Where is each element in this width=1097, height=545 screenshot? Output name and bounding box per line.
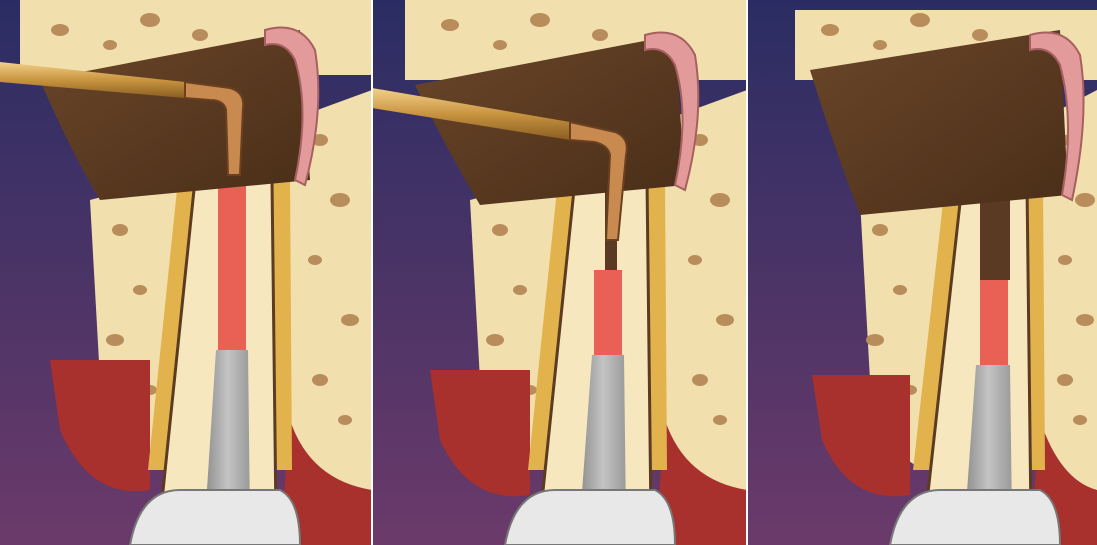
panel-3-plug-brown	[980, 190, 1010, 280]
panel-2-base	[505, 490, 675, 545]
panel-2	[372, 0, 747, 545]
panel-2-canal-red	[594, 270, 622, 355]
panel-1-canal-red	[218, 185, 246, 350]
panel-3-base	[890, 490, 1060, 545]
panel-1	[0, 0, 372, 545]
panel-1-base	[130, 490, 300, 545]
panel-3-canal-red	[980, 280, 1008, 365]
panel-3	[747, 0, 1097, 545]
